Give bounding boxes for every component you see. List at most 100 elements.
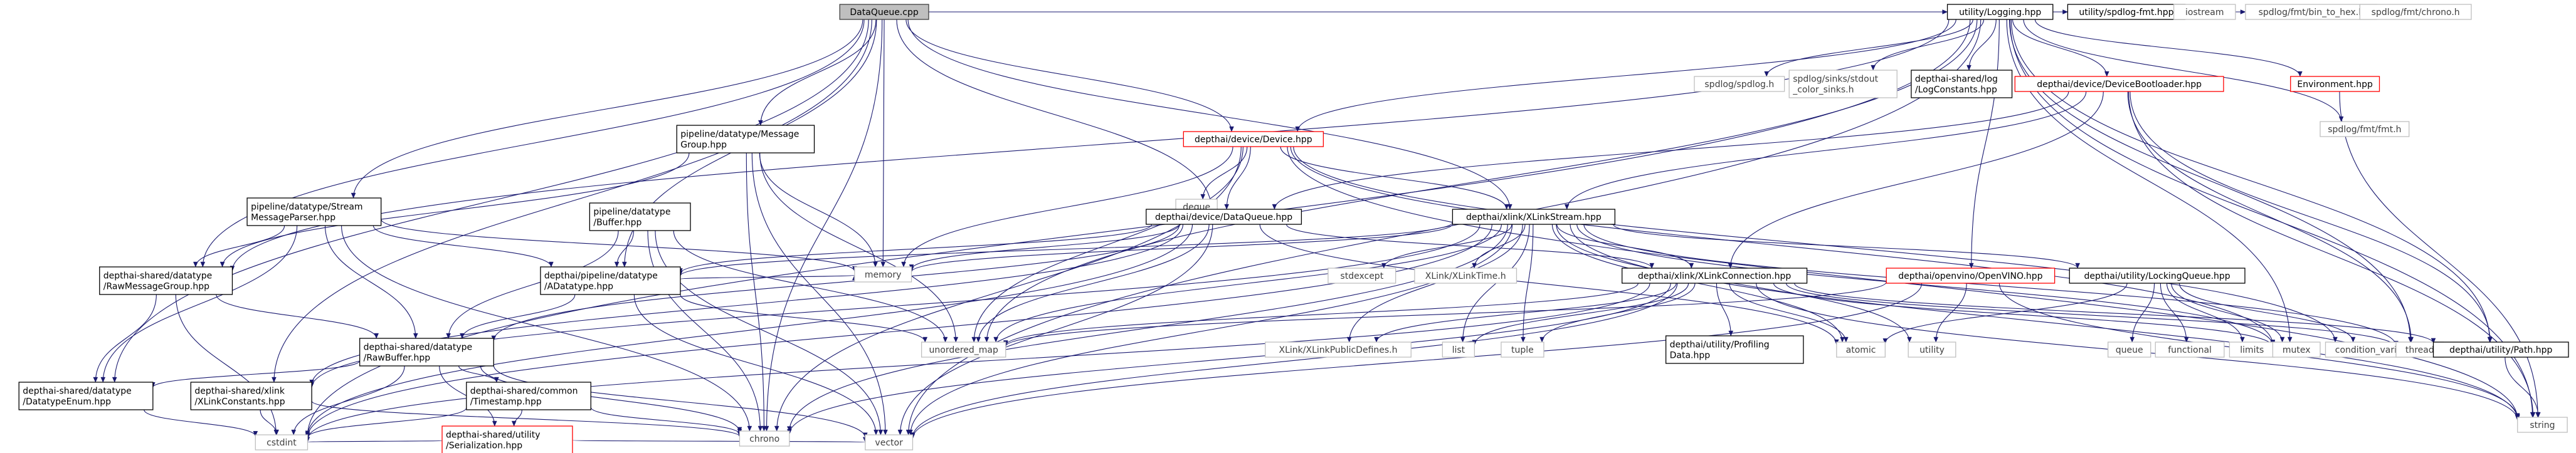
node-logconstants[interactable]: depthai-shared/log/LogConstants.hpp [1911,70,2013,98]
node-box-openvino [1886,268,2056,284]
node-dtenum[interactable]: depthai-shared/datatype/DatatypeEnum.hpp [18,382,154,410]
node-box-mutex [2272,341,2321,358]
node-label-unorderedmap-0: unordered_map [929,345,998,355]
edge-xlinkconn-to-list [1472,283,1689,346]
node-label-dtenum-0: depthai-shared/datatype [23,387,132,397]
node-pathhpp[interactable]: depthai/utility/Path.hpp [2432,341,2569,358]
node-xlinkstream[interactable]: depthai/xlink/XLinkStream.hpp [1452,209,1616,225]
edge-bootloader-to-string [2128,91,2536,418]
edge-xlinkstream-to-chrono [787,224,1508,432]
edge-rawmsggroup-to-cstdint [175,294,279,435]
node-box-xlinkconn [1622,268,1808,284]
node-label-bufferhpp-1: /Buffer.hpp [593,218,641,228]
edge-root-to-memory [880,19,886,268]
node-msggroup[interactable]: pipeline/datatype/MessageGroup.hpp [676,125,815,154]
node-root[interactable]: DataQueue.cpp [839,4,929,20]
edge-msggroup-to-rawmsggroup [219,152,690,268]
node-adatatype[interactable]: depthai/pipeline/datatype/ADatatype.hpp [540,266,681,295]
node-tuple: tuple [1501,341,1544,358]
node-spdlogfmt[interactable]: utility/spdlog-fmt.hpp [2067,4,2186,20]
node-logging[interactable]: utility/Logging.hpp [1946,4,2054,20]
edge-logging-to-fmth [2023,19,2344,122]
node-environment[interactable]: Environment.hpp [2290,76,2380,92]
node-label-profiling-1: Data.hpp [1670,351,1711,361]
node-xlinkconst[interactable]: depthai-shared/xlink/XLinkConstants.hpp [190,382,312,410]
node-label-binhex-0: spdlog/fmt/bin_to_hex.h [2259,8,2364,18]
edge-rawbuffer-to-vector [493,365,868,439]
node-box-fmth [2320,121,2410,137]
node-box-serialization [441,425,573,453]
edge-serialization-to-vector [572,436,867,443]
edge-xlinkconn-to-cstdint [305,283,1650,440]
node-label-fmth-0: spdlog/fmt/fmt.h [2328,125,2401,135]
edge-device-to-unorderedmap [971,146,1243,343]
edge-dataqueue-to-xlinkconn [1285,224,1654,269]
node-box-msggroup [676,125,815,154]
edge-root-to-device [905,19,1234,132]
node-lockingqueue[interactable]: depthai/utility/LockingQueue.hpp [2069,268,2246,284]
edge-openvino-to-utilityh [1933,283,1967,343]
node-box-xlinkstream [1452,209,1616,225]
edge-rawbuffer-to-timestamp [458,365,499,383]
node-label-list-0: list [1452,345,1465,355]
node-label-condvar-0: condition_variable [2335,345,2415,355]
edge-logging-to-unorderedmap [984,19,1978,343]
node-label-limits-0: limits [2240,345,2264,355]
edge-streamparser-to-adatatype [372,225,554,268]
node-label-bufferhpp-0: pipeline/datatype [593,207,670,217]
edge-logging-to-bootloader [2012,19,2109,77]
edge-device-to-memory [901,146,1233,268]
edge-xlinkconn-to-profiling [1716,283,1734,336]
edge-bufferhpp-to-unorderedmap [673,230,948,343]
node-label-spdlogh-0: spdlog/spdlog.h [1704,80,1774,90]
node-box-iostream [2173,4,2236,20]
node-bufferhpp[interactable]: pipeline/datatype/Buffer.hpp [589,202,691,231]
node-label-timestamp-0: depthai-shared/common [470,387,578,397]
node-box-pathhpp [2432,341,2569,358]
node-openvino[interactable]: depthai/openvino/OpenVINO.hpp [1886,268,2056,284]
node-label-xlinkconst-0: depthai-shared/xlink [194,387,285,397]
node-bootloader[interactable]: depthai/device/DeviceBootloader.hpp [2014,76,2224,92]
edge-xlinkstream-to-memory [909,224,1453,273]
node-dataqueue[interactable]: depthai/device/DataQueue.hpp [1146,209,1302,225]
node-timestamp[interactable]: depthai-shared/common/Timestamp.hpp [466,382,591,410]
node-serialization[interactable]: depthai-shared/utility/Serialization.hpp [441,425,573,453]
node-label-xlinkconst-1: /XLinkConstants.hpp [194,397,285,407]
edge-rawmsggroup-to-dtenum [93,294,157,383]
node-label-streamparser-0: pipeline/datatype/Stream [251,202,362,212]
edge-xlinkstream-to-tuple [1521,224,1534,343]
node-label-rawbuffer-0: depthai-shared/datatype [364,343,473,353]
edge-logging-to-logconstants [1966,19,1997,71]
node-device[interactable]: depthai/device/Device.hpp [1183,131,1324,147]
node-stdoutsinks: spdlog/sinks/stdout_color_sinks.h [1788,70,1898,98]
node-streamparser[interactable]: pipeline/datatype/StreamMessageParser.hp… [246,197,382,226]
node-xlinkconn[interactable]: depthai/xlink/XLinkConnection.hpp [1622,268,1808,284]
node-box-adatatype [540,266,681,295]
node-label-string-0: string [2530,420,2555,430]
node-rawmsggroup[interactable]: depthai-shared/datatype/RawMessageGroup.… [99,266,233,295]
node-label-environment-0: Environment.hpp [2297,80,2373,90]
node-box-environment [2290,76,2380,92]
node-label-dtenum-1: /DatatypeEnum.hpp [23,397,111,407]
edge-dtenum-to-cstdint [144,409,258,437]
edge-pathhpp-to-string [2505,357,2541,418]
edge-device-to-deque [1200,146,1248,200]
node-queue: queue [2108,341,2151,358]
node-label-pathhpp-0: depthai/utility/Path.hpp [2449,345,2552,355]
edge-adatatype-to-unorderedmap [680,294,928,343]
node-label-lockingqueue-0: depthai/utility/LockingQueue.hpp [2084,271,2230,281]
node-label-bootloader-0: depthai/device/DeviceBootloader.hpp [2037,80,2202,90]
node-box-rawbuffer [359,338,494,367]
edge-timestamp-to-cstdint [305,407,467,438]
edge-serialization-to-cstdint [306,436,443,443]
node-label-xlinkpublic-0: XLink/XLinkPublicDefines.h [1279,345,1398,355]
edge-lockingqueue-to-condvar [2178,283,2356,343]
node-label-thread-0: thread [2405,345,2434,355]
edge-logging-to-mutex [2006,19,2293,343]
node-binhex: spdlog/fmt/bin_to_hex.h [2245,4,2378,20]
node-label-queue-0: queue [2116,345,2143,355]
node-rawbuffer[interactable]: depthai-shared/datatype/RawBuffer.hpp [359,338,494,367]
node-stdexcept: stdexcept [1328,268,1396,284]
node-label-logconstants-0: depthai-shared/log [1915,75,1998,85]
